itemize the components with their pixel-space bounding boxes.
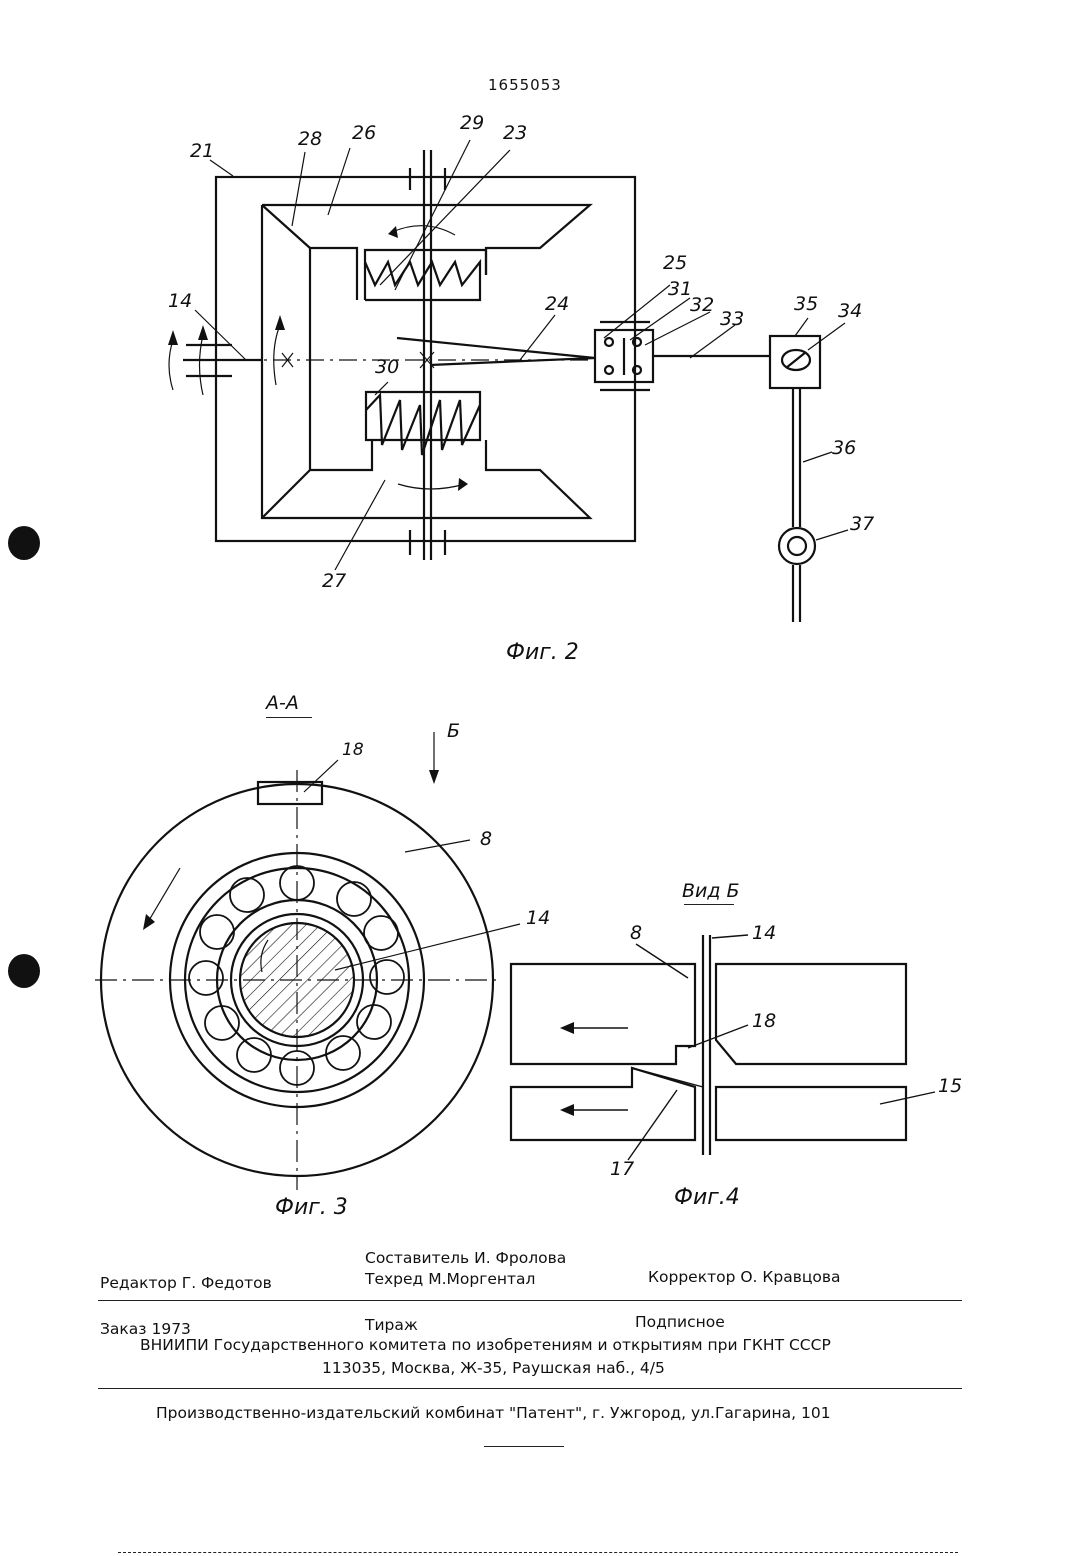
imprint-circulation: Тираж <box>365 1316 418 1334</box>
imprint-compiler: Составитель И. Фролова <box>365 1249 566 1267</box>
fig3-section-label: А-А <box>266 692 299 714</box>
figure-3-4-drawing <box>0 0 1073 1240</box>
fig4-label-15: 15 <box>938 1075 962 1097</box>
imprint-printer: Производственно-издательский комбинат "П… <box>156 1404 831 1422</box>
fig3-label-14: 14 <box>526 907 550 929</box>
imprint-techred: Техред М.Моргентал <box>365 1270 535 1288</box>
fig4-label-17: 17 <box>610 1158 634 1180</box>
fig3-view-arrow-label: Б <box>447 720 460 742</box>
imprint-subscription: Подписное <box>635 1313 725 1331</box>
imprint-editor: Редактор Г. Федотов <box>100 1274 272 1292</box>
fig4-label-8: 8 <box>630 922 642 944</box>
fig3-label-8: 8 <box>480 828 492 850</box>
punch-hole-mark <box>8 526 40 560</box>
fig3-caption: Фиг. 3 <box>275 1195 348 1220</box>
imprint-corrector: Корректор О. Кравцова <box>648 1268 841 1286</box>
fig3-label-18: 18 <box>342 740 364 760</box>
fig4-label-14: 14 <box>752 922 776 944</box>
fig4-label-18: 18 <box>752 1010 776 1032</box>
punch-hole-mark <box>8 954 40 988</box>
fig4-caption: Фиг.4 <box>674 1185 740 1210</box>
fig4-title: Вид Б <box>682 880 740 902</box>
imprint-organization: ВНИИПИ Государственного комитета по изоб… <box>140 1336 831 1354</box>
imprint-address: 113035, Москва, Ж-35, Раушская наб., 4/5 <box>322 1359 665 1377</box>
